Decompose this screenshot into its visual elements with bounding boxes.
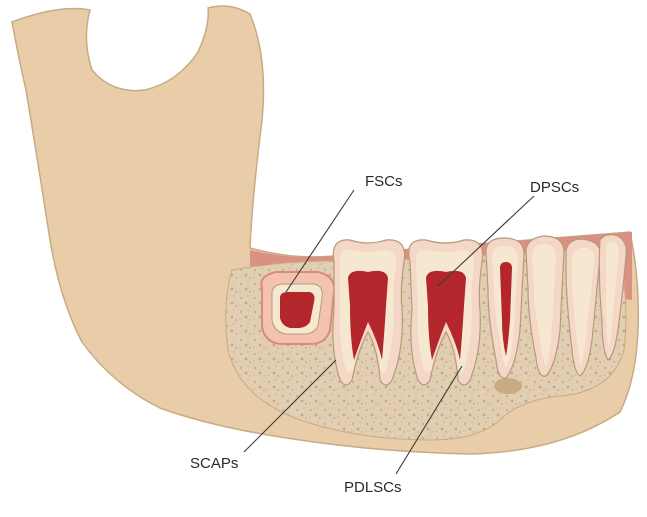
mental-foramen [494,378,522,394]
developing-tooth-follicle [261,272,334,344]
label-fscs: FSCs [365,173,403,190]
label-scaps: SCAPs [190,455,238,472]
label-dpscs: DPSCs [530,179,579,196]
label-pdlscs: PDLSCs [344,479,402,496]
